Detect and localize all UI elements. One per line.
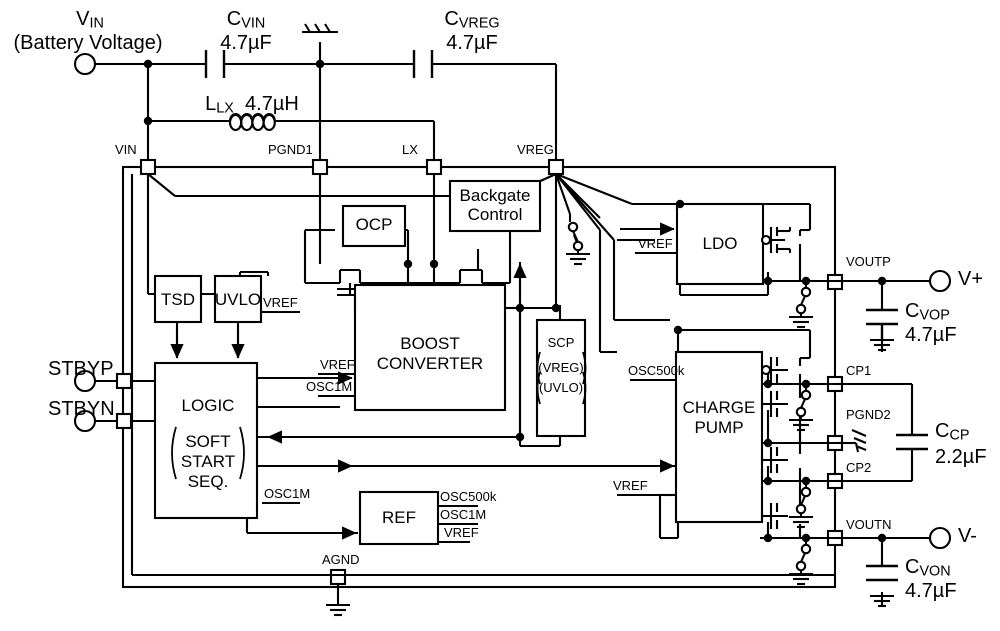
- block-backgate: [448, 179, 542, 233]
- label-cp-osc500k: OSC500k: [628, 363, 685, 378]
- label-battery-voltage: (Battery Voltage): [13, 32, 163, 54]
- label-logic-start: START: [180, 452, 236, 471]
- label-uvlo-vref: VREF: [263, 295, 298, 310]
- label-block-backgate-2: Control: [467, 205, 523, 224]
- ground-symbol-agnd: [326, 603, 350, 617]
- pin-label-pgnd2: PGND2: [846, 407, 891, 422]
- label-scp-uvlo: (UVLO): [538, 380, 584, 395]
- block-ldo: [675, 202, 765, 286]
- label-block-boost-2: CONVERTER: [376, 354, 484, 373]
- block-boost: [353, 283, 507, 412]
- junction-dots-top: [143, 59, 325, 126]
- label-logic-soft: SOFT: [185, 432, 231, 451]
- label-block-chargepump-2: PUMP: [694, 418, 744, 437]
- label-logic-seq: SEQ.: [187, 472, 229, 491]
- label-logic-osc1m: OSC1M: [264, 486, 311, 501]
- label-cvin-name: CVIN: [226, 8, 266, 32]
- label-cvop-name: CVOP: [905, 300, 950, 324]
- label-ref-vref: VREF: [444, 525, 479, 540]
- label-block-tsd: TSD: [161, 290, 195, 309]
- terminal-stbyn: [73, 409, 97, 433]
- capacitor-cvreg: [412, 50, 434, 78]
- pin-label-cp2: CP2: [846, 460, 872, 475]
- ground-symbol-cvon: [870, 594, 894, 608]
- label-ccp-name: CCP: [935, 420, 970, 444]
- label-cp-vref: VREF: [613, 478, 648, 493]
- label-block-ref: REF: [382, 508, 416, 527]
- label-boost-vref: VREF: [320, 357, 355, 372]
- inductor-llx: [228, 112, 276, 132]
- pin-label-pgnd1: PGND1: [268, 142, 313, 157]
- pin-label-voutp: VOUTP: [846, 254, 891, 269]
- label-cvreg-value: 4.7µF: [446, 32, 498, 54]
- junction-dots-internal: [403, 199, 887, 543]
- label-stbyn: STBYN: [48, 398, 115, 420]
- pin-label-vreg: VREG: [517, 142, 554, 157]
- block-ref: [358, 490, 440, 546]
- terminal-stbyp: [73, 369, 97, 393]
- label-stbyp: STBYP: [48, 358, 114, 380]
- label-vplus: V+: [958, 268, 984, 290]
- terminal-vminus: [928, 526, 952, 550]
- label-scp-vreg: (VREG): [538, 360, 584, 375]
- label-cvon-value: 4.7µF: [905, 580, 957, 602]
- label-vminus: V-: [958, 525, 977, 547]
- label-ccp-value: 2.2µF: [935, 446, 987, 468]
- label-block-uvlo: UVLO: [214, 290, 262, 309]
- label-ldo-vref: VREF: [638, 236, 673, 251]
- label-llx: LLX 4.7µH: [205, 93, 299, 117]
- capacitor-ccp: [896, 433, 928, 451]
- block-chargepump: [674, 350, 764, 524]
- label-cvon-name: CVON: [905, 556, 951, 580]
- block-tsd: [153, 274, 203, 324]
- label-cvreg-name: CVREG: [444, 8, 500, 32]
- label-block-chargepump-1: CHARGE: [682, 398, 756, 417]
- signal-arrows: [170, 222, 675, 540]
- label-block-ldo: LDO: [702, 234, 738, 253]
- pin-label-agnd: AGND: [322, 552, 360, 567]
- signal-stubs: [261, 251, 677, 544]
- label-cvin-value: 4.7µF: [220, 32, 272, 54]
- capacitor-cvin: [204, 50, 226, 78]
- capacitor-cvop: [866, 308, 898, 340]
- ground-symbol-pgnd2: [842, 429, 867, 453]
- block-uvlo: [213, 274, 263, 324]
- label-ref-osc1m: OSC1M: [440, 507, 487, 522]
- label-block-scp: SCP: [547, 335, 575, 350]
- mosfet-symbols: [760, 227, 792, 529]
- label-block-backgate-1: Backgate: [459, 186, 531, 205]
- label-block-ocp: OCP: [355, 215, 393, 234]
- label-vin-terminal: VIN: [76, 8, 104, 32]
- label-block-logic: LOGIC: [181, 396, 235, 415]
- pin-label-voutn: VOUTN: [846, 517, 892, 532]
- pin-label-cp1: CP1: [846, 363, 872, 378]
- capacitor-cvon: [866, 564, 898, 582]
- label-ref-osc500k: OSC500k: [440, 489, 497, 504]
- terminal-vin: [73, 52, 97, 76]
- terminal-vplus: [928, 269, 952, 293]
- ground-symbol-cvop: [870, 338, 894, 352]
- block-ocp: [341, 204, 407, 248]
- pin-label-lx: LX: [402, 142, 418, 157]
- label-block-boost-1: BOOST: [400, 334, 460, 353]
- label-boost-osc1m: OSC1M: [306, 379, 353, 394]
- pin-label-vin: VIN: [115, 142, 137, 157]
- label-cvop-value: 4.7µF: [905, 324, 957, 346]
- ground-symbol-top: [302, 23, 338, 34]
- wires: [95, 42, 558, 167]
- pulldown-switches: [566, 221, 813, 586]
- block-scp: [535, 318, 587, 438]
